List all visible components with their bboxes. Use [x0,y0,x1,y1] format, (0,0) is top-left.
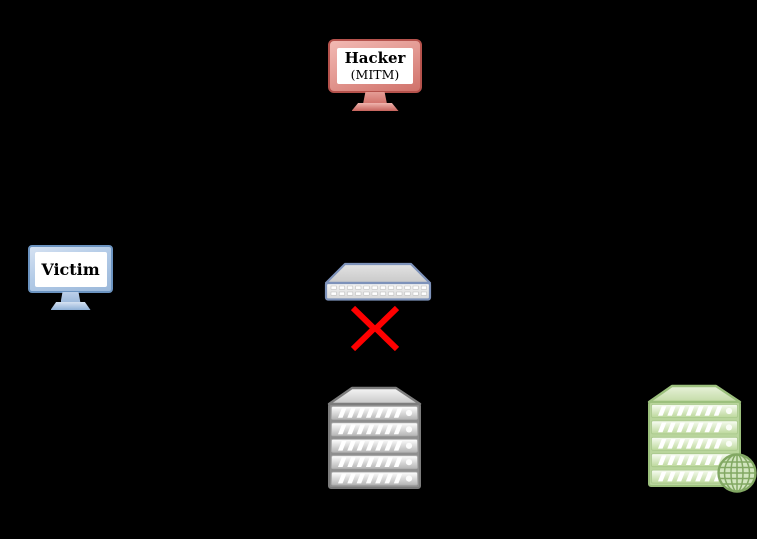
globe-icon [717,453,757,493]
server-stack-icon [327,386,422,489]
monitor-stand-base [50,302,91,310]
monitor-icon: Victim [28,245,113,293]
hacker-label: Hacker [344,49,406,67]
server-stack-globe-icon [647,384,757,493]
victim-computer-node: Victim [28,245,113,310]
red-x-icon [351,306,399,351]
monitor-stand-neck [363,92,387,104]
monitor-stand-neck [60,292,81,303]
monitor-screen: Hacker (MITM) [337,48,413,84]
monitor-stand-base [351,103,399,111]
monitor-screen: Victim [34,251,107,287]
network-switch-icon [324,262,432,301]
monitor-icon: Hacker (MITM) [328,39,422,93]
server-leds [405,409,413,482]
server-leds [725,407,733,447]
hacker-computer-node: Hacker (MITM) [328,39,422,111]
victim-label: Victim [41,259,100,279]
switch-ports [330,285,427,296]
hacker-sublabel: (MITM) [350,67,400,82]
